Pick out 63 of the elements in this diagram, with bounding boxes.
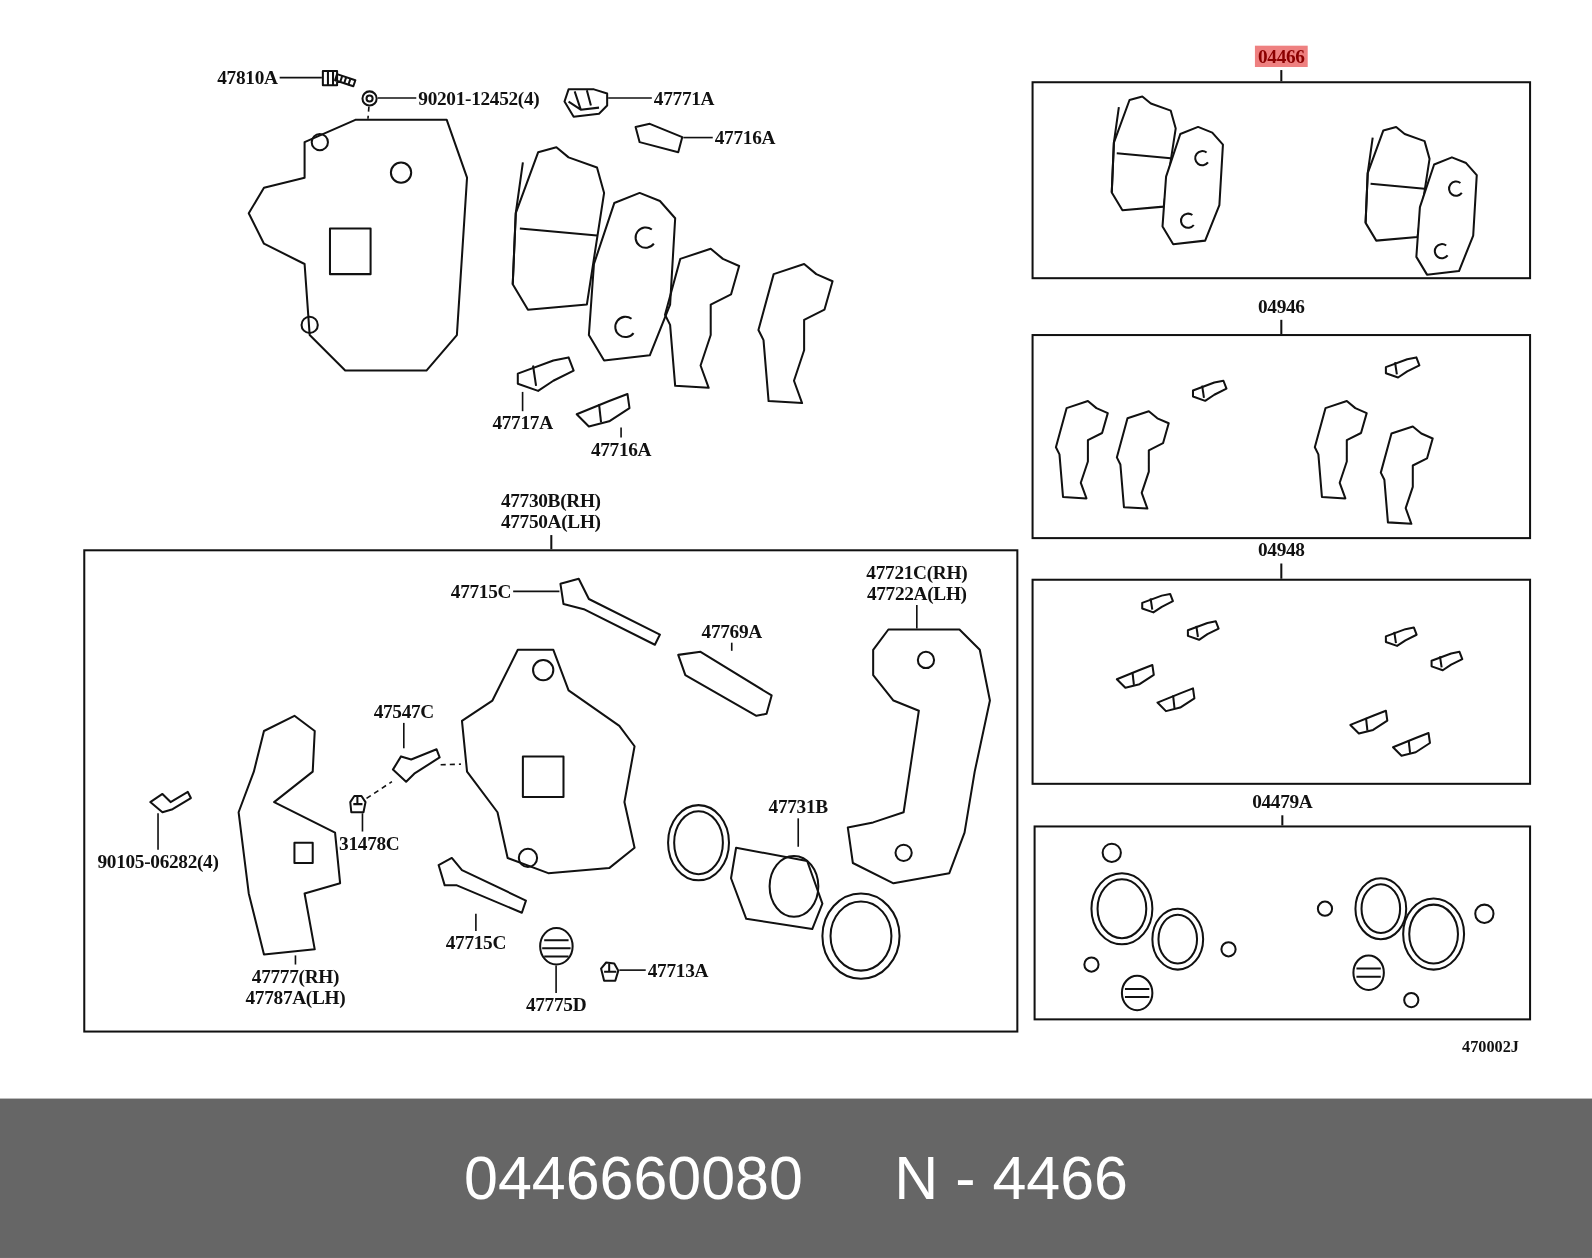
mounting-bracket-drawing bbox=[846, 628, 991, 885]
clip-drawing bbox=[516, 356, 575, 392]
part-number: 47715C bbox=[450, 580, 512, 603]
part-number: 04479A bbox=[1252, 790, 1313, 813]
part-number: 47721C(RH) 47722A(LH) bbox=[856, 561, 977, 605]
dashed-line bbox=[439, 763, 462, 766]
part-number: 47810A bbox=[217, 67, 278, 89]
part-number: 47731B bbox=[768, 796, 828, 818]
drawing-code: 470002J bbox=[1462, 1037, 1519, 1056]
part-number: 47547C bbox=[373, 700, 434, 722]
leader-line bbox=[521, 391, 524, 412]
part-number: 47717A bbox=[492, 412, 553, 434]
leader-line bbox=[512, 590, 561, 593]
clip-drawing bbox=[563, 88, 609, 118]
clip-drawing bbox=[575, 392, 631, 428]
part-number: 47777(RH) 47787A(LH) bbox=[235, 965, 356, 1009]
clip-drawing bbox=[634, 122, 684, 154]
part-number: 47716A bbox=[590, 438, 652, 460]
leader-line bbox=[682, 136, 714, 139]
caliper-drawing bbox=[247, 118, 469, 372]
part-number: 47769A bbox=[701, 620, 762, 642]
boot-drawing bbox=[539, 927, 574, 966]
bolt-drawing bbox=[391, 748, 441, 783]
guide-pin-drawing bbox=[437, 856, 527, 914]
part-number: 47716A bbox=[714, 126, 776, 149]
leader-line bbox=[294, 954, 297, 966]
caliper-drawing bbox=[460, 648, 636, 875]
part-number: 04948 bbox=[1257, 539, 1305, 561]
leader-line bbox=[916, 604, 918, 630]
leader-line bbox=[475, 912, 477, 932]
piston-drawing bbox=[730, 846, 824, 930]
bolt-drawing bbox=[149, 790, 192, 814]
leader-line bbox=[618, 969, 647, 971]
part-number: 47713A bbox=[647, 959, 709, 981]
leader-line bbox=[797, 817, 800, 848]
cap-drawing bbox=[349, 795, 367, 814]
leader-line bbox=[607, 97, 653, 99]
leader-line bbox=[555, 964, 557, 994]
part-number: 47771A bbox=[653, 87, 715, 109]
leader-line bbox=[376, 97, 418, 99]
part-number: 47715C bbox=[445, 932, 507, 954]
bolt-drawing bbox=[321, 70, 357, 88]
part-number: 47730B(RH) 47750A(LH) bbox=[500, 489, 601, 532]
leader-line bbox=[403, 722, 405, 750]
dashed-line bbox=[365, 780, 393, 800]
leader-line bbox=[730, 641, 733, 652]
part-number: 90105-06282(4) bbox=[97, 850, 219, 873]
leader-line bbox=[157, 812, 159, 851]
leader-line bbox=[278, 76, 323, 79]
part-number: 90201-12452(4) bbox=[418, 87, 540, 109]
part-number: 47775D bbox=[525, 994, 587, 1016]
leader-line bbox=[620, 426, 622, 439]
cap-drawing bbox=[600, 961, 620, 982]
washer-drawing bbox=[361, 90, 378, 107]
guide-pin-drawing bbox=[677, 650, 773, 717]
part-number: N - 4466 bbox=[894, 1143, 1128, 1214]
part-number: 0446660080 bbox=[464, 1143, 803, 1214]
part-number: 31478C bbox=[339, 832, 400, 854]
part-number: 04946 bbox=[1257, 295, 1305, 317]
guide-pin-drawing bbox=[559, 577, 661, 646]
dashed-line bbox=[367, 105, 370, 120]
leader-line bbox=[361, 812, 364, 833]
highlighted-part-number: 04466 bbox=[1254, 45, 1308, 67]
